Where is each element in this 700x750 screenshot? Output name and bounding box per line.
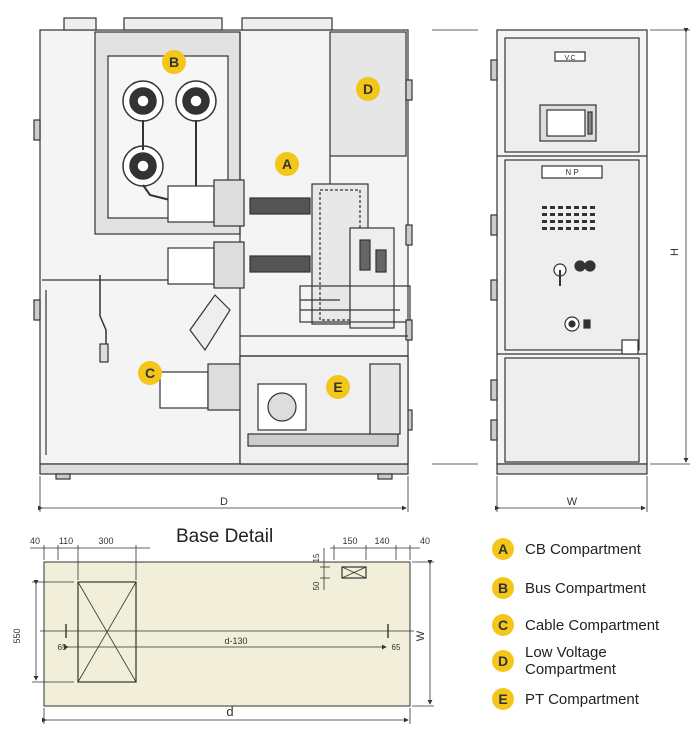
dim-w-base: W xyxy=(415,630,427,641)
legend-badge-a: A xyxy=(492,538,514,560)
legend-label-d: Low Voltage Compartment xyxy=(525,644,616,678)
front-np-plate: N P xyxy=(565,168,578,177)
marker-a xyxy=(275,152,299,176)
dimension-h-label: H xyxy=(669,248,681,256)
dim-110: 110 xyxy=(59,536,73,546)
marker-e xyxy=(326,375,350,399)
dim-40-left: 40 xyxy=(30,536,40,546)
dim-50: 50 xyxy=(312,581,321,590)
dim-40-right: 40 xyxy=(420,536,430,546)
legend-badge-d: D xyxy=(492,650,514,672)
legend-item-d: D Low Voltage Compartment xyxy=(492,644,645,678)
legend-label-e: PT Compartment xyxy=(525,690,639,708)
dim-300: 300 xyxy=(98,536,113,546)
legend-item-b: B Bus Compartment xyxy=(492,577,646,599)
dim-150: 150 xyxy=(342,536,357,546)
legend-badge-e: E xyxy=(492,688,514,710)
legend-badge-b: B xyxy=(492,577,514,599)
legend-item-c: C Cable Compartment xyxy=(492,614,659,636)
dimension-w-label: W xyxy=(567,496,578,508)
circuit-breaker xyxy=(249,183,411,329)
dim-15: 15 xyxy=(312,553,321,562)
base-detail xyxy=(30,545,434,724)
marker-b xyxy=(162,50,186,74)
dimension-d-label: D xyxy=(220,496,228,508)
dimension-w xyxy=(495,476,648,512)
dim-65-left: 65 xyxy=(58,643,67,652)
marker-e-label: E xyxy=(333,379,342,395)
side-view xyxy=(33,17,413,480)
dim-d-base: d xyxy=(226,704,233,719)
marker-d-label: D xyxy=(363,81,373,97)
marker-c xyxy=(138,361,162,385)
legend-label-b: Bus Compartment xyxy=(525,579,646,597)
dim-140: 140 xyxy=(374,536,389,546)
vent-grid xyxy=(542,206,595,230)
dim-65-right: 65 xyxy=(392,643,401,652)
legend-badge-c: C xyxy=(492,614,514,636)
dim-d130: d-130 xyxy=(224,636,247,646)
side-markers: A B C D E xyxy=(138,50,380,399)
small-cutout xyxy=(341,566,367,579)
legend-item-a: A CB Compartment xyxy=(492,538,641,560)
legend-label-c: Cable Compartment xyxy=(525,616,660,634)
front-view xyxy=(490,29,648,475)
base-detail-labels: 40 110 300 150 140 40 15 50 550 65 d-130… xyxy=(12,536,430,719)
marker-c-label: C xyxy=(145,365,155,381)
base-detail-title: Base Detail xyxy=(176,526,274,547)
marker-d xyxy=(356,77,380,101)
dim-550: 550 xyxy=(12,628,22,643)
legend-item-e: E PT Compartment xyxy=(492,688,639,710)
dimension-h xyxy=(432,28,690,465)
marker-a-label: A xyxy=(282,156,292,172)
legend-label-a: CB Compartment xyxy=(525,540,641,558)
dimension-d xyxy=(38,476,409,512)
front-top-plate: V.C xyxy=(564,55,575,62)
base-plate xyxy=(43,561,411,707)
cable-cutout xyxy=(77,581,137,683)
marker-b-label: B xyxy=(169,54,179,70)
